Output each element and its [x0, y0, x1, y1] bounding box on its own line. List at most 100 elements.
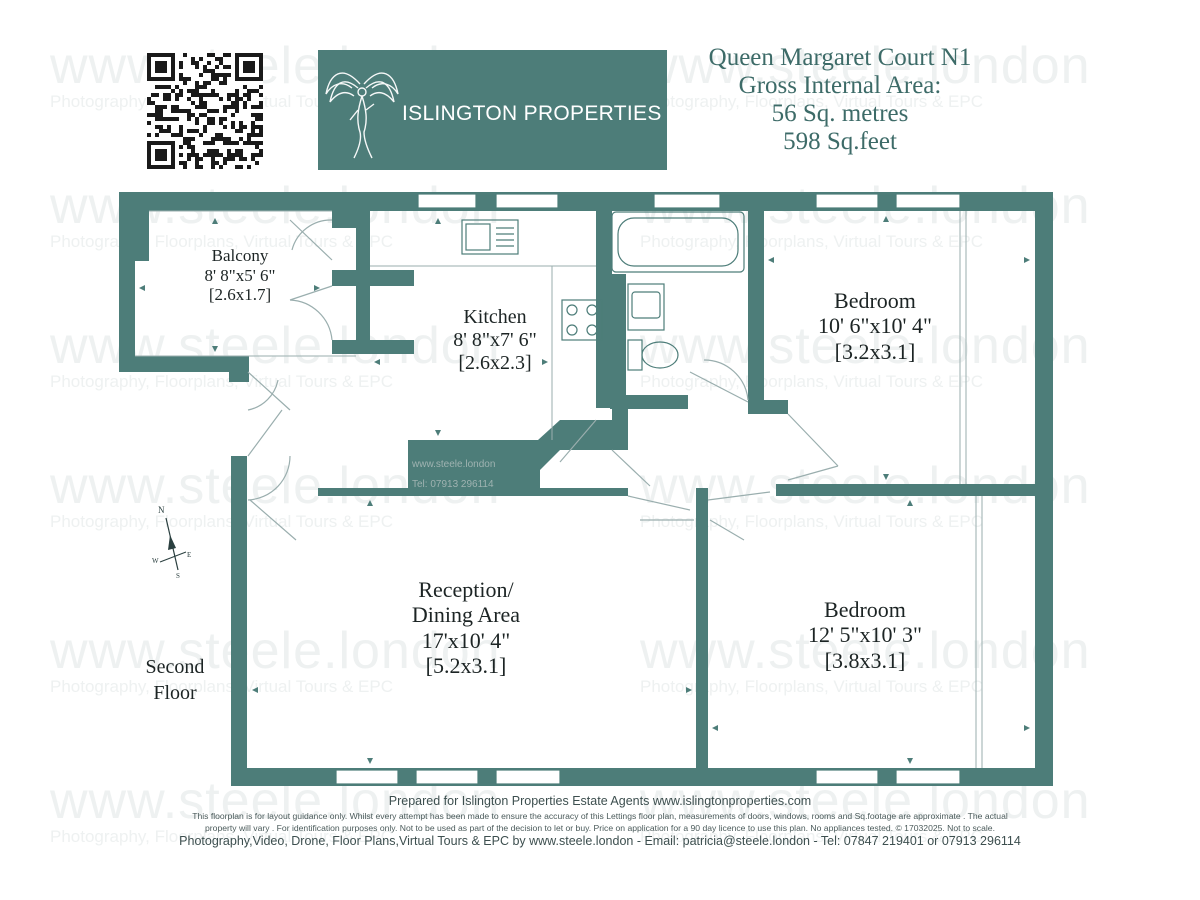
- wall-store-left: [408, 440, 418, 490]
- toilet-icon: [641, 341, 679, 369]
- room-size-metric: [5.2x3.1]: [425, 652, 507, 678]
- watermark-tagline: Photography, Floorplans, Virtual Tours &…: [640, 827, 984, 846]
- door: [707, 491, 771, 541]
- hob-ring: [566, 304, 578, 316]
- wall-bath-bottom: [610, 395, 688, 409]
- watermark: www.steele.london Photography, Floorplan…: [50, 625, 501, 697]
- disclaimer: This floorplan is for layout guidance on…: [0, 810, 1200, 834]
- wall-kitchen-lower: [332, 340, 414, 354]
- arrow-icon: [686, 687, 692, 693]
- sink-icon: [461, 219, 519, 255]
- watermark-tagline: Photography, Floorplans, Virtual Tours &…: [640, 512, 984, 531]
- disclaimer-line2: property will vary . For identification …: [205, 823, 995, 833]
- watermark-tagline: Photography, Floorplans, Virtual Tours &…: [50, 827, 394, 846]
- watermark-tagline: Photography, Floorplans, Virtual Tours &…: [640, 677, 984, 696]
- property-title-block: Queen Margaret Court N1 Gross Internal A…: [690, 44, 990, 156]
- room-name-line1: Reception/: [418, 577, 514, 602]
- window: [815, 193, 879, 209]
- arrow-icon: [907, 500, 913, 506]
- wall-hall-stub: [612, 408, 628, 450]
- arrow-icon: [212, 346, 218, 352]
- wall-kitchen-stub: [356, 284, 370, 340]
- toilet-cistern: [627, 339, 643, 371]
- disclaimer-line1: This floorplan is for layout guidance on…: [192, 811, 1008, 821]
- window: [895, 769, 961, 785]
- wall-kitchen-bath: [596, 208, 612, 408]
- wall-bedrooms-divider: [776, 484, 1053, 496]
- watermark-tagline: Photography, Floorplans, Virtual Tours &…: [640, 232, 984, 251]
- room-size-imperial: 17'x10' 4": [421, 627, 511, 653]
- window: [815, 769, 879, 785]
- hob-ring: [586, 324, 598, 336]
- brand-name: ISLINGTON PROPERTIES: [402, 102, 662, 125]
- door: [689, 359, 749, 403]
- wall-kitchen-mid: [332, 270, 414, 286]
- room-size-metric: [3.2x3.1]: [834, 338, 916, 364]
- wall-left-reception: [231, 456, 247, 786]
- window: [653, 193, 721, 209]
- room-name-line2: Dining Area: [411, 602, 521, 628]
- watermark-url: www.steele.london: [50, 622, 501, 680]
- room-name: Kitchen: [463, 306, 527, 328]
- arrow-icon: [712, 725, 718, 731]
- room-name: Bedroom: [824, 597, 906, 622]
- windows: [335, 193, 961, 785]
- store-watermark-url: www.steele.london: [412, 459, 496, 470]
- floor-label-line1: Second: [145, 656, 205, 678]
- room-size-metric: [2.6x1.7]: [208, 285, 272, 305]
- arrow-icon: [1024, 725, 1030, 731]
- contact-line: Photography,Video, Drone, Floor Plans,Vi…: [179, 834, 1021, 848]
- window: [495, 193, 559, 209]
- angel-figure-icon: [325, 72, 399, 159]
- watermark-tagline: Photography, Floorplans, Virtual Tours &…: [50, 372, 394, 391]
- compass-e: E: [187, 551, 191, 559]
- door: [627, 495, 694, 521]
- room-bedroom-1: Bedroom 10' 6"x10' 4" [3.2x3.1]: [790, 288, 960, 364]
- room-size-metric: [2.6x2.3]: [458, 352, 532, 374]
- floor-level-label: Second Floor: [120, 654, 230, 706]
- wall-reception-top: [318, 488, 628, 496]
- arrow-icon: [542, 359, 548, 365]
- arrow-icon: [768, 257, 774, 263]
- watermark-tagline: Photography, Floorplans, Virtual Tours &…: [640, 92, 984, 111]
- room-size-imperial: 8' 8"x7' 6": [453, 329, 537, 351]
- arrow-icon: [252, 687, 258, 693]
- room-bedroom-2: Bedroom 12' 5"x10' 3" [3.8x3.1]: [780, 597, 950, 673]
- gross-area-label: Gross Internal Area:: [738, 72, 942, 99]
- arrow-icon: [367, 758, 373, 764]
- wall-bedroom1-left: [748, 206, 764, 400]
- prepared-for-line: Prepared for Islington Properties Estate…: [388, 794, 812, 808]
- arrow-icon: [883, 216, 889, 222]
- door: [289, 219, 333, 261]
- qr-code[interactable]: [147, 53, 263, 169]
- watermark-tagline: Photography, Floorplans, Virtual Tours &…: [50, 677, 394, 696]
- arrow-icon: [907, 758, 913, 764]
- wall-bedroom2-left: [696, 488, 708, 768]
- window: [495, 769, 561, 785]
- dimension-arrows: [139, 216, 1030, 764]
- window: [335, 769, 399, 785]
- room-size-imperial: 10' 6"x10' 4": [818, 313, 932, 339]
- area-square-feet: 598 Sq.feet: [783, 128, 897, 155]
- compass-icon: N E W S: [152, 505, 191, 580]
- compass-s: S: [176, 572, 180, 580]
- window: [417, 193, 477, 209]
- basin-bowl: [631, 291, 661, 319]
- arrow-icon: [367, 500, 373, 506]
- arrow-icon: [1024, 257, 1030, 263]
- store-watermark-tel: Tel: 07913 296114: [412, 479, 494, 490]
- hob-ring: [586, 304, 598, 316]
- wall-kitchen-upper: [356, 206, 370, 270]
- wall-store: [408, 420, 612, 490]
- watermark: www.steele.london Photography, Floorplan…: [640, 320, 1091, 392]
- room-kitchen: Kitchen 8' 8"x7' 6" [2.6x2.3]: [420, 306, 570, 375]
- compass-w: W: [152, 557, 159, 565]
- wall-balcony-corner: [229, 372, 249, 382]
- room-name: Bedroom: [834, 288, 916, 313]
- sink-bowl: [465, 223, 491, 251]
- arrow-icon: [139, 285, 145, 291]
- door: [787, 413, 839, 481]
- watermark-tagline: Photography, Floorplans, Virtual Tours &…: [640, 372, 984, 391]
- store-watermark: www.steele.london Tel: 07913 296114: [412, 455, 495, 495]
